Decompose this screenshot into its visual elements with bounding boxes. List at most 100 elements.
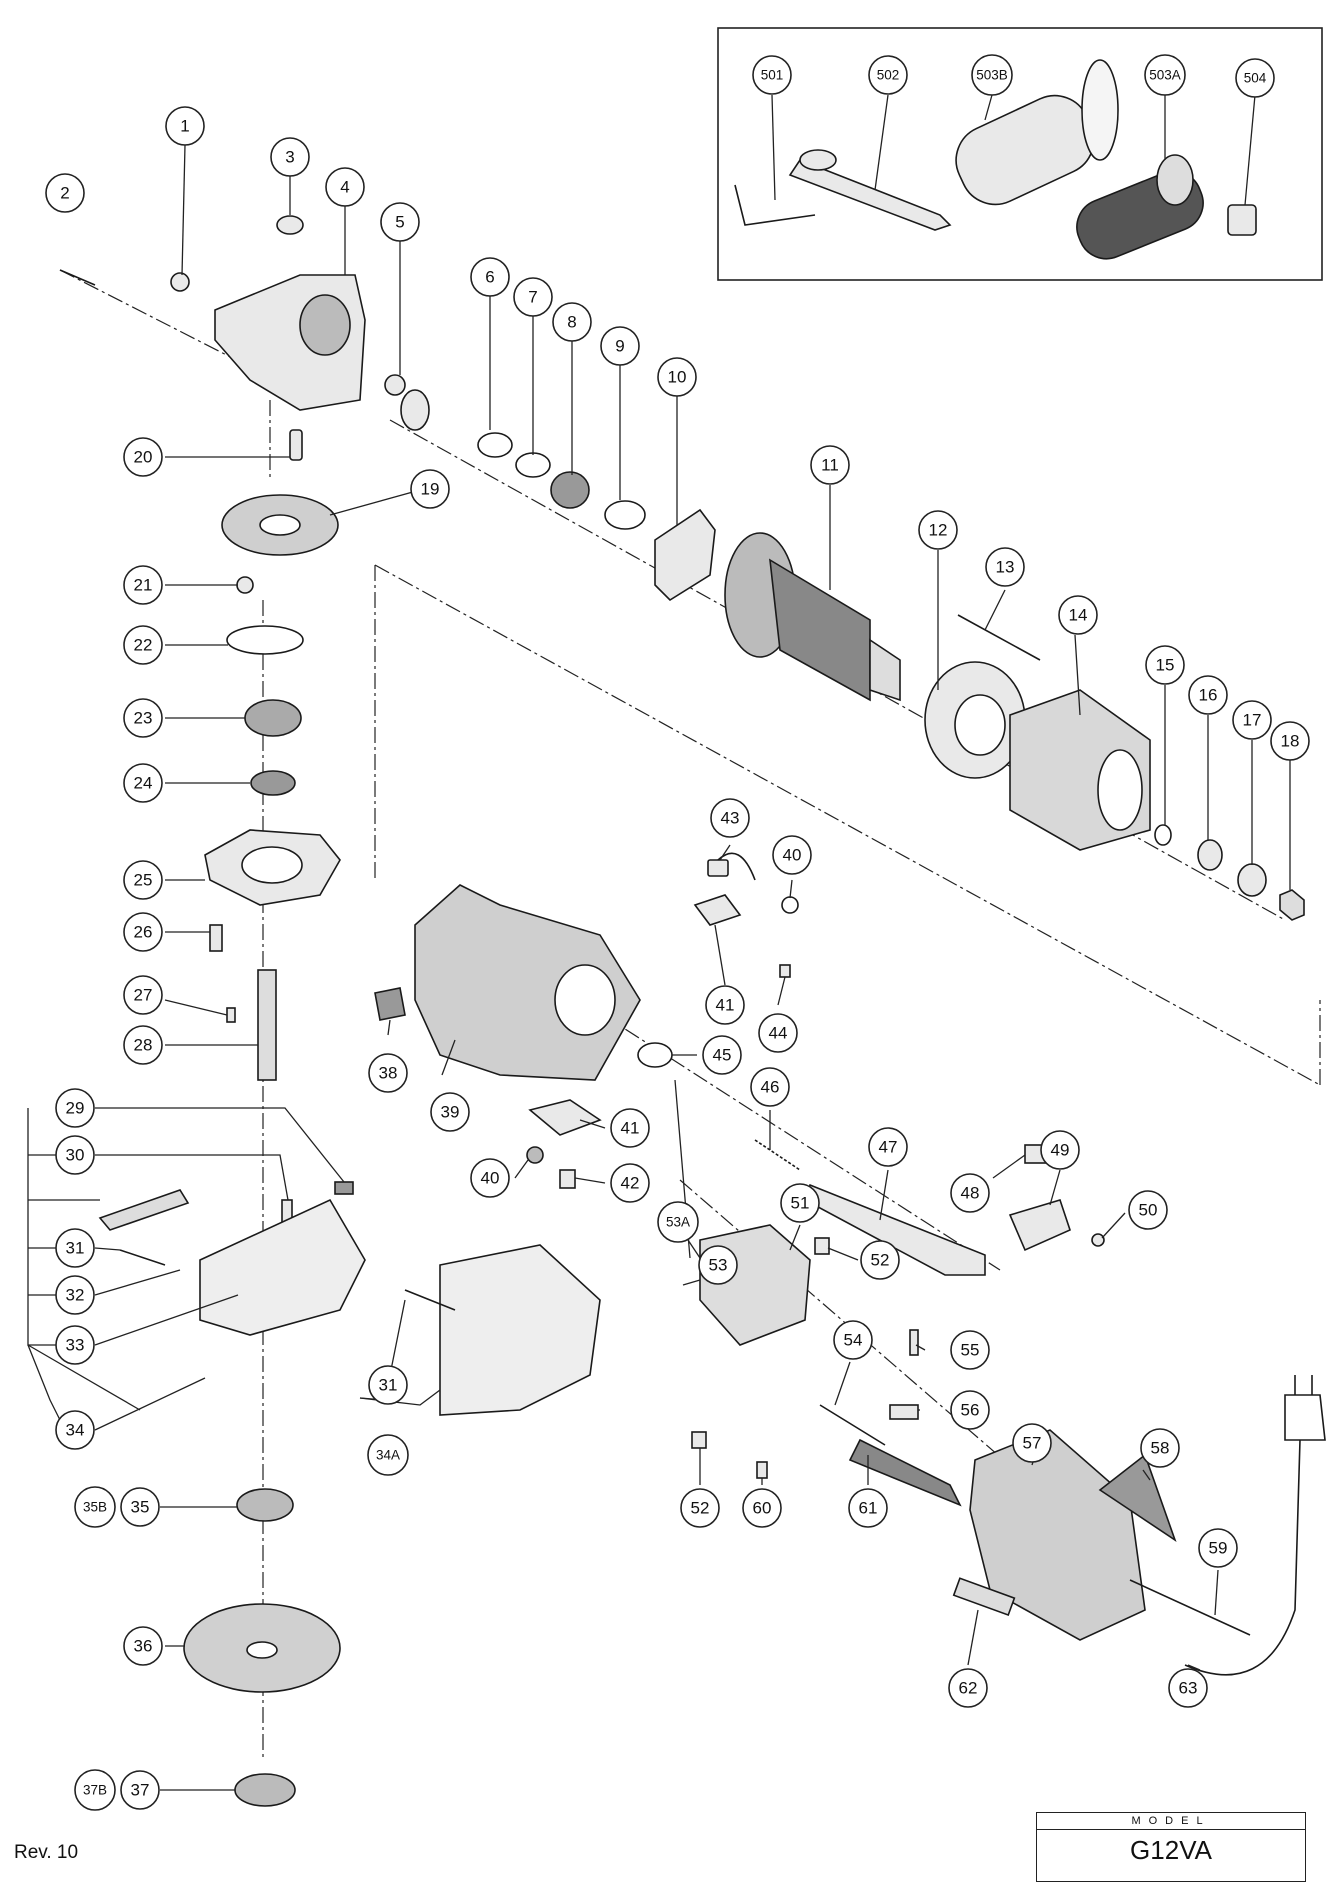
svg-text:42: 42: [621, 1174, 640, 1193]
callout-24: 24: [123, 763, 163, 803]
callout-34: 34: [55, 1410, 95, 1450]
svg-text:502: 502: [877, 68, 900, 83]
callout-62: 62: [948, 1668, 988, 1708]
callout-37: 37: [120, 1770, 160, 1810]
svg-text:12: 12: [929, 521, 948, 540]
svg-text:36: 36: [134, 1637, 153, 1656]
callout-50: 50: [1128, 1190, 1168, 1230]
svg-text:54: 54: [844, 1331, 863, 1350]
callout-4: 4: [325, 167, 365, 207]
callout-2: 2: [45, 173, 85, 213]
svg-text:34: 34: [66, 1421, 85, 1440]
svg-text:13: 13: [996, 558, 1015, 577]
svg-text:501: 501: [761, 68, 784, 83]
svg-text:2: 2: [60, 184, 69, 203]
svg-text:1: 1: [180, 117, 189, 136]
callout-51: 51: [780, 1183, 820, 1223]
svg-text:8: 8: [567, 313, 576, 332]
callout-48: 48: [950, 1173, 990, 1213]
callout-61: 61: [848, 1488, 888, 1528]
side-handle-shape: [955, 94, 1095, 206]
callout-11: 11: [810, 445, 850, 485]
svg-text:47: 47: [879, 1138, 898, 1157]
callout-503A: 503A: [1144, 54, 1186, 96]
svg-text:6: 6: [485, 268, 494, 287]
svg-text:16: 16: [1199, 686, 1218, 705]
callout-31: 31: [55, 1228, 95, 1268]
callout-57: 57: [1012, 1423, 1052, 1463]
wheel-guard-shape: [199, 1198, 366, 1336]
svg-text:46: 46: [761, 1078, 780, 1097]
callout-33: 33: [55, 1325, 95, 1365]
model-box: MODEL G12VA: [1036, 1812, 1306, 1882]
callout-7: 7: [513, 277, 553, 317]
plug-shape: [1284, 1394, 1326, 1441]
svg-text:25: 25: [134, 871, 153, 890]
callout-53: 53: [698, 1245, 738, 1285]
callout-502: 502: [868, 55, 908, 95]
callout-504: 504: [1235, 58, 1275, 98]
svg-text:37: 37: [131, 1781, 150, 1800]
callouts: 501 502 503B 503A 504 1 2 3 4 5 6 7 8 9 …: [45, 54, 1310, 1811]
svg-text:39: 39: [441, 1103, 460, 1122]
callout-38: 38: [368, 1053, 408, 1093]
svg-text:21: 21: [134, 576, 153, 595]
svg-text:35: 35: [131, 1498, 150, 1517]
power-cord-shape: [1184, 1439, 1301, 1676]
callout-501: 501: [752, 55, 792, 95]
part-shapes: [59, 59, 1326, 1807]
callout-31-alt: 31: [368, 1365, 408, 1405]
svg-text:29: 29: [66, 1099, 85, 1118]
hex-key-shape: [734, 184, 816, 226]
callout-35B: 35B: [74, 1486, 116, 1528]
callout-49: 49: [1040, 1130, 1080, 1170]
callout-27: 27: [123, 975, 163, 1015]
callout-19: 19: [410, 469, 450, 509]
callout-52-lower: 52: [680, 1488, 720, 1528]
svg-text:7: 7: [528, 288, 537, 307]
callout-40: 40: [772, 835, 812, 875]
spindle-shape: [257, 969, 277, 1081]
callout-23: 23: [123, 698, 163, 738]
callout-55: 55: [950, 1330, 990, 1370]
svg-text:44: 44: [769, 1024, 788, 1043]
callout-45: 45: [702, 1035, 742, 1075]
callout-25: 25: [123, 860, 163, 900]
callout-52: 52: [860, 1240, 900, 1280]
svg-text:50: 50: [1139, 1201, 1158, 1220]
svg-text:503B: 503B: [976, 68, 1008, 83]
revision-label: Rev. 10: [14, 1842, 79, 1863]
callout-10: 10: [657, 357, 697, 397]
model-caption: MODEL: [1037, 1813, 1305, 1830]
svg-text:61: 61: [859, 1499, 878, 1518]
svg-text:22: 22: [134, 636, 153, 655]
callout-63: 63: [1168, 1668, 1208, 1708]
callout-26: 26: [123, 912, 163, 952]
svg-text:9: 9: [615, 337, 624, 356]
callout-29: 29: [55, 1088, 95, 1128]
model-number: G12VA: [1130, 1835, 1212, 1865]
callout-21: 21: [123, 565, 163, 605]
callout-20: 20: [123, 437, 163, 477]
svg-text:10: 10: [668, 368, 687, 387]
callout-12: 12: [918, 510, 958, 550]
callout-42: 42: [610, 1163, 650, 1203]
callout-36: 36: [123, 1626, 163, 1666]
callout-43: 43: [710, 798, 750, 838]
callout-5: 5: [380, 202, 420, 242]
svg-text:32: 32: [66, 1286, 85, 1305]
tail-cover-shape: [969, 1429, 1146, 1641]
svg-text:503A: 503A: [1149, 68, 1181, 83]
svg-text:48: 48: [961, 1184, 980, 1203]
armature-body-shape: [769, 558, 871, 702]
svg-text:35B: 35B: [83, 1500, 107, 1515]
callout-28: 28: [123, 1025, 163, 1065]
svg-text:55: 55: [961, 1341, 980, 1360]
callout-40-lower: 40: [470, 1158, 510, 1198]
callout-60: 60: [742, 1488, 782, 1528]
svg-text:504: 504: [1244, 71, 1267, 86]
callout-14: 14: [1058, 595, 1098, 635]
callout-22: 22: [123, 625, 163, 665]
svg-text:62: 62: [959, 1679, 978, 1698]
callout-41: 41: [705, 985, 745, 1025]
